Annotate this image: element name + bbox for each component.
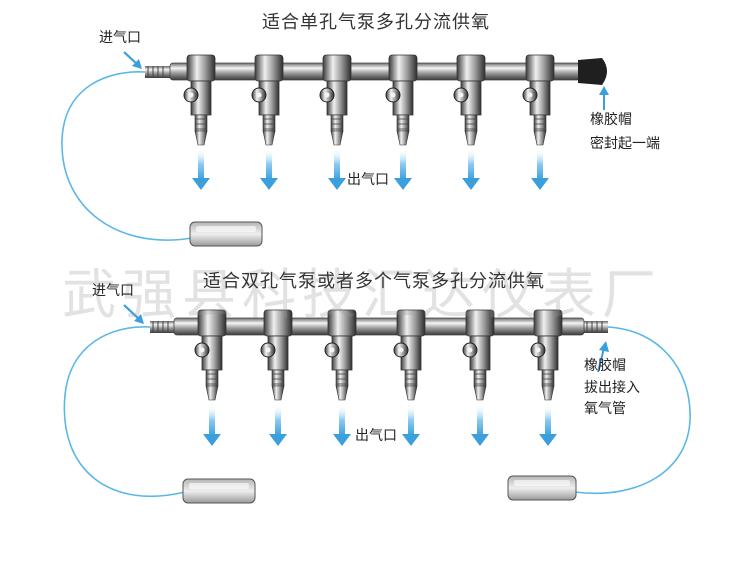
cap-arrowhead-bottom: [599, 341, 609, 352]
inlet-arrowhead-bottom: [134, 314, 144, 324]
valve: [319, 54, 352, 146]
manifold-rod: [169, 62, 581, 81]
valve: [522, 54, 555, 146]
airflow-arrow: [192, 148, 210, 190]
inlet-barb: [145, 66, 171, 78]
bottom-cap-note-line-2: 拔出接入: [584, 379, 640, 396]
valve: [530, 309, 563, 401]
rubber-cap: [578, 58, 607, 85]
valve: [251, 54, 284, 146]
bottom-inlet-label: 进气口: [92, 283, 134, 299]
inlet-arrow-bottom: [123, 304, 141, 321]
valve-group-bottom: [194, 309, 563, 446]
watermark: 武强县科技汇达仪表厂: [62, 263, 662, 326]
airflow-arrow: [203, 404, 221, 446]
top-inlet-label: 进气口: [99, 30, 141, 46]
top-cap-note-line-1: 橡胶帽: [590, 112, 632, 128]
bottom-title: 适合双孔气泵或者多个气泵多孔分流供氧: [203, 271, 545, 292]
valve: [393, 309, 426, 401]
valve: [260, 309, 293, 401]
valve: [385, 54, 418, 146]
inlet-arrowhead: [132, 59, 142, 69]
valve: [183, 54, 216, 146]
valve: [462, 309, 495, 401]
bottom-cap-note-line-3: 氧气管: [584, 401, 626, 417]
airflow-arrow: [462, 148, 480, 190]
air-tube: [61, 71, 193, 241]
bottom-outlet-label: 出气口: [355, 428, 397, 444]
airflow-arrow: [269, 404, 287, 446]
valve: [194, 309, 227, 401]
bottom-cap-note: 橡胶帽 拔出接入 氧气管: [584, 358, 640, 419]
air-tube-right: [574, 326, 691, 494]
top-panel: [61, 51, 609, 247]
top-outlet-label: 出气口: [347, 172, 389, 188]
inlet-barb-right: [582, 321, 608, 333]
airflow-arrow: [328, 148, 346, 190]
airflow-arrow: [531, 148, 549, 190]
top-cap-note: 橡胶帽 密封起一端: [590, 112, 660, 153]
airflow-arrow: [333, 404, 351, 446]
airflow-arrow: [260, 148, 278, 190]
top-title: 适合单孔气泵多孔分流供氧: [262, 12, 490, 33]
valve-group-top: [183, 54, 555, 190]
air-tube-left: [63, 326, 186, 497]
air-pump-right: [507, 475, 577, 501]
inlet-barb-left: [150, 321, 176, 333]
bottom-cap-note-line-1: 橡胶帽: [584, 358, 626, 374]
cap-arrow-bottom: [597, 347, 605, 373]
airflow-arrow: [471, 404, 489, 446]
airflow-arrow: [394, 148, 412, 190]
air-pump-left: [182, 478, 256, 504]
air-pump: [189, 221, 263, 247]
cap-arrowhead: [599, 86, 609, 95]
valve: [453, 54, 486, 146]
valve: [324, 309, 357, 401]
bottom-panel: [63, 304, 691, 504]
top-cap-note-line-2: 密封起一端: [590, 135, 660, 152]
airflow-arrow: [402, 404, 420, 446]
airflow-arrow: [539, 404, 557, 446]
